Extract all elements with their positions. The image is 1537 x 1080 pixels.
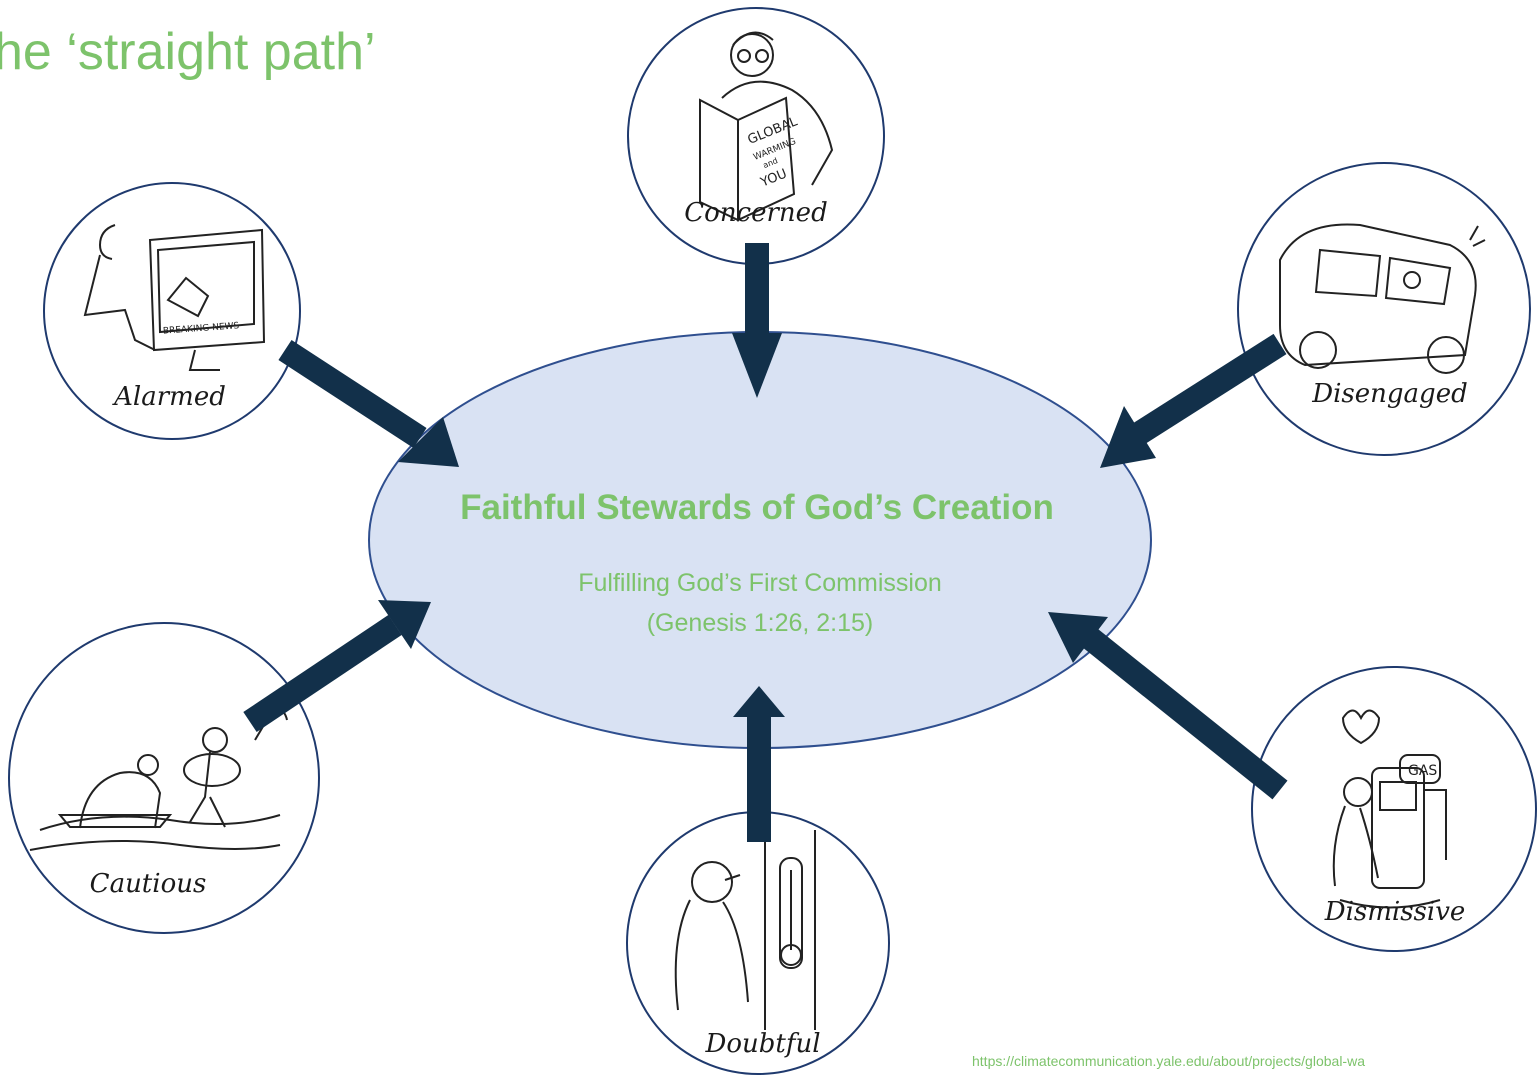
slide-title: he ‘straight path’ [0, 23, 376, 81]
arrow-from-concerned [732, 243, 782, 398]
polar-bear-illustration [29, 704, 288, 851]
arrows [243, 243, 1288, 842]
arrow-from-dismissive [1048, 612, 1288, 800]
source-url[interactable]: https://climatecommunication.yale.edu/ab… [972, 1053, 1365, 1069]
driving-man-illustration [1279, 223, 1486, 374]
segment-dismissive: GAS Dismissive [1251, 666, 1537, 952]
segment-label: Concerned [684, 198, 827, 228]
gas-pump-illustration: GAS [1332, 709, 1447, 909]
thermometer-man-illustration [674, 830, 816, 1030]
center-title: Faithful Stewards of God’s Creation [460, 488, 1054, 527]
arrow-from-doubtful [733, 686, 785, 842]
segment-disengaged: Disengaged [1237, 162, 1531, 456]
svg-text:GAS: GAS [1408, 763, 1437, 779]
segment-label: Disengaged [1311, 379, 1467, 409]
segment-label: Alarmed [112, 382, 226, 412]
center-ellipse [368, 331, 1152, 749]
center-subtitle-line1: Fulfilling God’s First Commission [578, 569, 942, 597]
arrow-from-cautious [243, 600, 431, 732]
segment-label: Doubtful [704, 1029, 820, 1059]
segment-circle [8, 622, 320, 934]
segment-doubtful: Doubtful [626, 811, 890, 1075]
news-watching-illustration: BREAKING NEWS [83, 224, 266, 371]
center-subtitle-line2: (Genesis 1:26, 2:15) [647, 609, 874, 637]
segment-circle [43, 182, 301, 440]
arrow-from-alarmed [278, 339, 459, 467]
segment-alarmed: BREAKING NEWS Alarmed [43, 182, 301, 440]
segment-circle [1237, 162, 1531, 456]
segment-label: Cautious [90, 869, 207, 899]
segment-cautious: Cautious [8, 622, 320, 934]
arrow-from-disengaged [1100, 333, 1287, 468]
segment-concerned: GLOBAL WARMING and YOU Concerned [627, 7, 885, 265]
segment-label: Dismissive [1324, 897, 1466, 927]
